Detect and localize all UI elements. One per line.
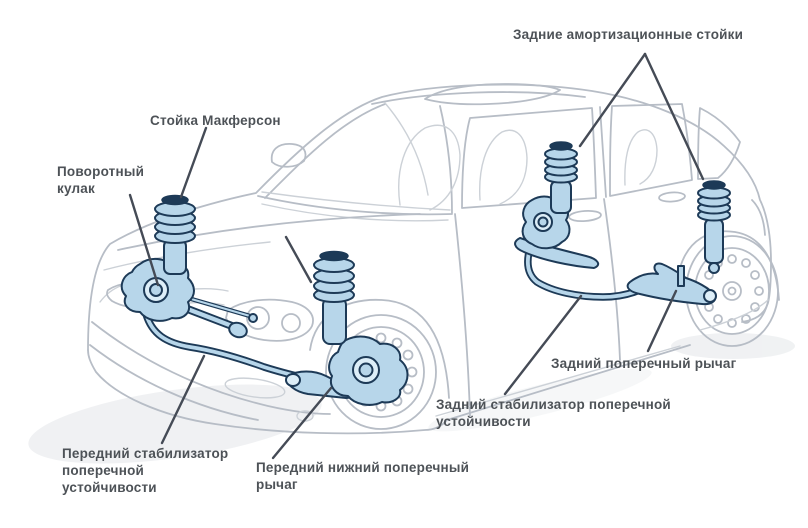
car-body-outline xyxy=(87,83,780,435)
front-suspension xyxy=(120,194,409,406)
leader-lines xyxy=(128,52,705,460)
rear-left-shock-strut xyxy=(544,141,578,214)
rear-suspension xyxy=(514,141,731,306)
label-rear-stabilizer: Задний стабилизатор поперечной устойчиво… xyxy=(436,397,671,429)
ground-shadow xyxy=(28,333,795,464)
label-rear-lateral-arm: Задний поперечный рычаг xyxy=(551,356,737,371)
rear-right-shock-strut xyxy=(697,180,731,274)
front-left-macpherson-strut xyxy=(154,194,196,275)
label-rear-shock-struts: Задние амортизационные стойки xyxy=(513,27,744,42)
label-front-stabilizer: Передний стабилизатор поперечной устойчи… xyxy=(62,446,229,495)
front-right-knuckle xyxy=(328,335,409,406)
label-steering-knuckle: Поворотный кулак xyxy=(57,164,145,196)
rear-stabilizer-bar xyxy=(524,244,653,301)
label-macpherson-strut: Стойка Макферсон xyxy=(150,113,281,128)
label-front-lower-arm: Передний нижний поперечный рычаг xyxy=(256,460,470,492)
front-right-macpherson-strut xyxy=(313,250,355,345)
rear-right-lateral-arm xyxy=(626,262,717,306)
